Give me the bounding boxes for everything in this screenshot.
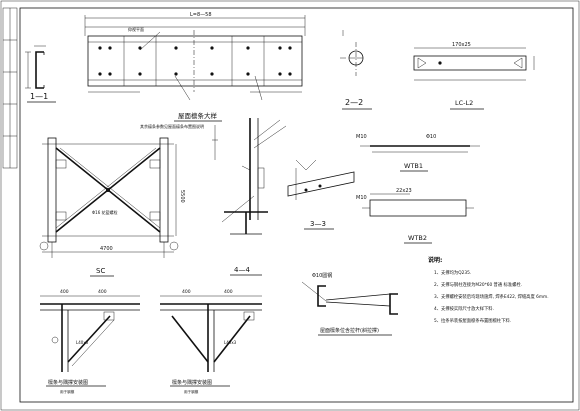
lc-l2-label: LC-L2 [455, 99, 473, 107]
detail2-title: 檩条与隅撑安装图 [172, 379, 212, 386]
purlin-left-label: 仰视平面 [128, 26, 144, 32]
wtb2-bolt: M10 [356, 195, 367, 201]
purlin-rod-detail: Φ10圆钢 屋面檩条位含拉杆(斜拉撑) [301, 272, 398, 336]
purlin-brace-detail-1: 400 400 L40x3 檩条与隅撑安装图 用于钢檩 [40, 289, 140, 394]
lc-l2-view: 170x25 LC-L2 [413, 42, 535, 110]
purlin-brace-detail-2: 400 400 L40x3 檩条与隅撑安装图 用于钢檩 [160, 289, 262, 394]
wtb1-label: WTB1 [404, 162, 423, 170]
wtb1-rod: Φ10 [426, 134, 436, 140]
wtb2-label: WTB2 [408, 234, 427, 242]
notes-block: 说明: 1、支撑均为Q235. 2、支撑与钢柱连接为M20*60 普通 标准螺栓… [428, 256, 549, 324]
wtb2-view: M10 22x23 WTB2 [356, 188, 474, 244]
section-2-2-view: 2—2 [340, 30, 372, 110]
brace-connection-detail [212, 118, 287, 223]
purlin-plan-view: L=8—58 仰视平面 屋面檩条大样 其余檩条参数见屋面檩条布置图说明 [84, 12, 306, 129]
note-item-3: 3、支撑螺栓安装后均现场施焊, 焊条E422, 焊缝高度 6mm. [434, 293, 549, 300]
detail1-dim-a: 400 [60, 289, 69, 295]
section-1-1-label: 1—1 [30, 92, 48, 101]
wtb2-dimension: 22x23 [396, 188, 412, 194]
detail2-dim-a: 400 [182, 289, 191, 295]
purlin-rod-spec: Φ10圆钢 [312, 272, 332, 279]
purlin-rod-label: 屋面檩条位含拉杆(斜拉撑) [320, 327, 379, 334]
wtb1-bolt: M10 [356, 134, 367, 140]
note-item-1: 1、支撑均为Q235. [434, 269, 471, 276]
detail1-title: 檩条与隅撑安装图 [48, 379, 88, 386]
sc-height-dim: 5500 [179, 190, 185, 203]
detail2-dim-b: 400 [224, 289, 233, 295]
section-1-1-view: 1—1 [25, 45, 56, 103]
lc-l2-dimension: 170x25 [452, 42, 471, 48]
sc-label: SC [96, 267, 105, 275]
section-2-2-label: 2—2 [345, 98, 363, 107]
section-4-4-view: 4—4 [224, 211, 268, 276]
sheet-inner-border [19, 7, 574, 403]
detail2-sub: 用于钢檩 [184, 389, 199, 394]
detail1-angle: L40x3 [76, 340, 89, 345]
wtb1-view: M10 Φ10 WTB1 [356, 134, 480, 172]
sc-rod-note: Φ16 花篮螺栓 [92, 209, 118, 215]
section-3-3-label: 3—3 [310, 220, 326, 228]
sc-bracing-view: 5500 4700 Φ16 花篮螺栓 SC [39, 137, 185, 277]
purlin-plan-note: 其余檩条参数见屋面檩条布置图说明 [140, 123, 204, 129]
detail1-dim-b: 400 [98, 289, 107, 295]
binding-margin-table [2, 7, 18, 169]
section-3-3-view: 3—3 [287, 159, 355, 230]
note-item-2: 2、支撑与钢柱连接为M20*60 普通 标准螺栓. [434, 281, 522, 288]
purlin-plan-title: 屋面檩条大样 [178, 111, 218, 120]
note-item-4: 4、支撑按实际尺寸放大样下料. [434, 305, 494, 312]
note-item-5: 5、拉条吊装按屋面檩条布置图檩柱下料. [434, 317, 511, 324]
section-4-4-label: 4—4 [234, 266, 250, 274]
sc-span-dim: 4700 [100, 246, 113, 252]
notes-title: 说明: [428, 256, 442, 264]
purlin-length-dim: L=8—58 [190, 12, 212, 18]
detail1-sub: 用于钢檩 [60, 389, 75, 394]
detail2-angle: L40x3 [224, 340, 237, 345]
